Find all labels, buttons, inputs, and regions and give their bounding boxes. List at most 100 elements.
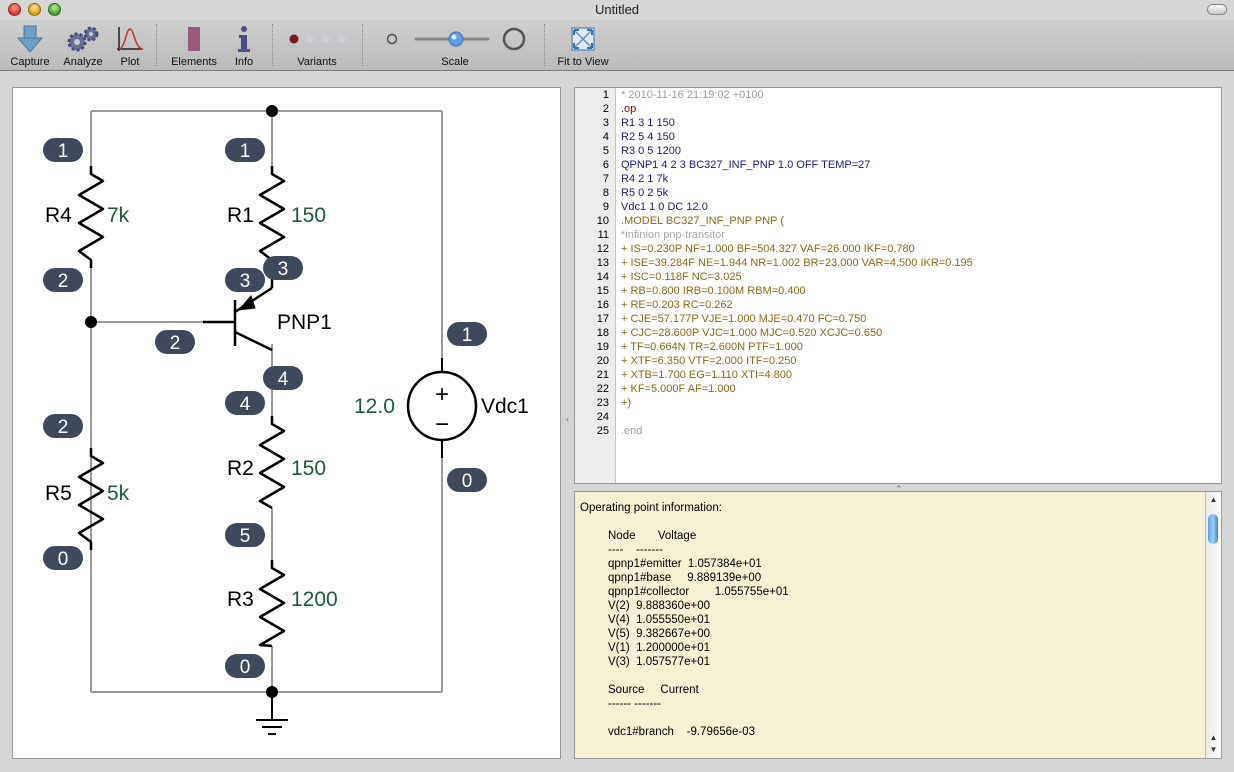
line-number: 10 (596, 215, 609, 227)
node-badge-pnp-collector: 4 (263, 366, 303, 390)
node-badge-r4-bottom: 2 (43, 268, 83, 292)
code-line[interactable]: + CJE=57.177P VJE=1.000 MJE=0.470 FC=0.7… (621, 313, 867, 325)
r2-value: 150 (291, 457, 326, 480)
code-line[interactable]: + XTF=6.350 VTF=2.000 ITF=0.250 (621, 355, 797, 367)
node-badge-r4-top: 1 (43, 138, 83, 162)
code-line[interactable]: +) (621, 397, 632, 409)
node-badge-label: 0 (58, 549, 69, 570)
node-voltage-row: V(1) 1.200000e+01 (608, 642, 710, 654)
code-line[interactable]: + RB=0.800 IRB=0.100M RBM=0.400 (621, 285, 806, 297)
code-line[interactable]: R3 0 5 1200 (621, 145, 681, 157)
toolbar-toggle-button[interactable] (1207, 4, 1227, 15)
r1-name: R1 (227, 204, 254, 227)
variants-label: Variants (297, 56, 337, 68)
line-number: 21 (596, 369, 609, 381)
down-arrow-icon (16, 25, 44, 53)
code-line[interactable]: R4 2 1 7k (621, 173, 669, 185)
r1-resistor[interactable] (258, 166, 286, 268)
node-badge-r1-top: 1 (225, 138, 265, 162)
scale-slider[interactable] (380, 25, 530, 53)
capture-button[interactable]: Capture (6, 22, 54, 69)
node-badge-pnp-emitter: 3 (225, 268, 265, 292)
window-title: Untitled (594, 2, 640, 17)
line-number: 24 (596, 411, 609, 423)
r3-resistor[interactable] (258, 560, 286, 648)
source-current-header: Source Current (608, 684, 699, 696)
code-line[interactable]: * 2010-11-16 21:19:02 +0100 (621, 89, 764, 101)
node-badge-label: 1 (58, 141, 69, 162)
scroll-up-arrow-icon[interactable]: ▲ (1209, 495, 1218, 504)
r1-value: 150 (291, 204, 326, 227)
code-line[interactable]: + CJC=28.600P VJC=1.000 MJC=0.520 XCJC=0… (621, 327, 883, 339)
fit-to-view-button[interactable]: Fit to View (550, 22, 616, 69)
vdc1-name: Vdc1 (481, 395, 529, 418)
code-line[interactable]: + IS=0.230P NF=1.000 BF=504.327 VAF=26.0… (621, 243, 915, 255)
toolbar: Capture Analyze Plot Elements Info Varia… (0, 20, 1234, 70)
scroll-up-arrow-icon[interactable]: ▲ (1209, 733, 1218, 742)
code-line[interactable]: R5 0 2 5k (621, 187, 669, 199)
close-window-button[interactable] (8, 3, 21, 16)
fit-to-view-icon (571, 27, 595, 51)
r5-resistor[interactable] (77, 448, 105, 550)
analyze-label: Analyze (63, 56, 103, 68)
line-number: 3 (602, 117, 609, 129)
line-number: 9 (602, 201, 609, 213)
elements-button[interactable]: Elements (166, 22, 222, 69)
code-line[interactable]: Vdc1 1 0 DC 12.0 (621, 201, 708, 213)
vertical-split-handle[interactable]: ‹ (566, 414, 569, 424)
r3-name: R3 (227, 588, 254, 611)
r4-name: R4 (45, 204, 72, 227)
code-line[interactable]: QPNP1 4 2 3 BC327_INF_PNP 1.0 OFF TEMP=2… (621, 159, 871, 171)
info-button[interactable]: Info (226, 22, 262, 69)
source-current-rule: ------ ------- (608, 698, 661, 710)
node-badge-label: 3 (278, 259, 289, 280)
node-badge-vdc-top: 1 (447, 322, 487, 346)
node-voltage-row: V(4) 1.055550e+01 (608, 614, 710, 626)
line-number: 12 (596, 243, 609, 255)
minimize-window-button[interactable] (28, 3, 41, 16)
code-line[interactable]: + TF=0.664N TR=2.600N PTF=1.000 (621, 341, 803, 353)
code-line[interactable]: + XTB=1.700 EG=1.110 XTI=4.800 (621, 369, 793, 381)
title-bar: Untitled (0, 0, 1234, 20)
plot-label: Plot (120, 56, 140, 68)
code-line[interactable]: R2 5 4 150 (621, 131, 675, 143)
vdc1-voltage-source[interactable] (406, 358, 478, 458)
code-line[interactable]: .end (621, 425, 643, 437)
line-number: 2 (602, 103, 609, 115)
variants-control[interactable]: Variants (284, 22, 350, 69)
line-number: 7 (602, 173, 609, 185)
line-number: 11 (597, 229, 609, 241)
plot-button[interactable]: Plot (112, 22, 148, 69)
line-number: 4 (602, 131, 609, 143)
node-voltage-row: V(5) 9.382667e+00 (608, 628, 710, 640)
zoom-window-button[interactable] (48, 3, 61, 16)
analyze-button[interactable]: Analyze (58, 22, 108, 69)
schematic-canvas[interactable]: + − R4 7k R1 150 R5 5k R2 150 R3 1200 PN… (12, 87, 561, 759)
node-badge-label: 2 (58, 417, 69, 438)
toolbar-divider (0, 70, 1234, 71)
operating-point-output[interactable]: Operating point information: Node Voltag… (574, 491, 1222, 759)
code-line[interactable]: .MODEL BC327_INF_PNP PNP ( (621, 215, 785, 227)
code-line[interactable]: + ISE=39.284F NE=1.944 NR=1.002 BR=23.00… (621, 257, 973, 269)
scale-label: Scale (441, 56, 469, 68)
r2-resistor[interactable] (258, 416, 286, 510)
code-line[interactable]: + RE=0.203 RC=0.262 (621, 299, 733, 311)
code-line[interactable]: + KF=5.000F AF=1.000 (621, 383, 736, 395)
node-badge-r5-top: 2 (43, 414, 83, 438)
node-badge-label: 4 (278, 369, 289, 390)
node-badge-vdc-bottom: 0 (447, 468, 487, 492)
node-voltage-rule: ---- ------- (608, 544, 663, 556)
code-line[interactable]: .op (621, 103, 637, 115)
r5-value: 5k (107, 482, 130, 505)
horizontal-split-handle[interactable]: ⌃ (895, 484, 903, 494)
scale-control[interactable]: Scale (380, 22, 530, 69)
code-line[interactable]: R1 3 1 150 (621, 117, 675, 129)
output-scrollbar[interactable]: ▲ ▲ ▼ (1205, 492, 1221, 758)
r4-resistor[interactable] (77, 166, 105, 268)
node-voltage-row: qpnp1#emitter 1.057384e+01 (608, 558, 762, 570)
scroll-down-arrow-icon[interactable]: ▼ (1209, 745, 1218, 754)
scroll-thumb[interactable] (1208, 514, 1218, 544)
code-line[interactable]: *infinion pnp-transitor (621, 229, 725, 241)
code-line[interactable]: + ISC=0.118F NC=3.025 (621, 271, 742, 283)
